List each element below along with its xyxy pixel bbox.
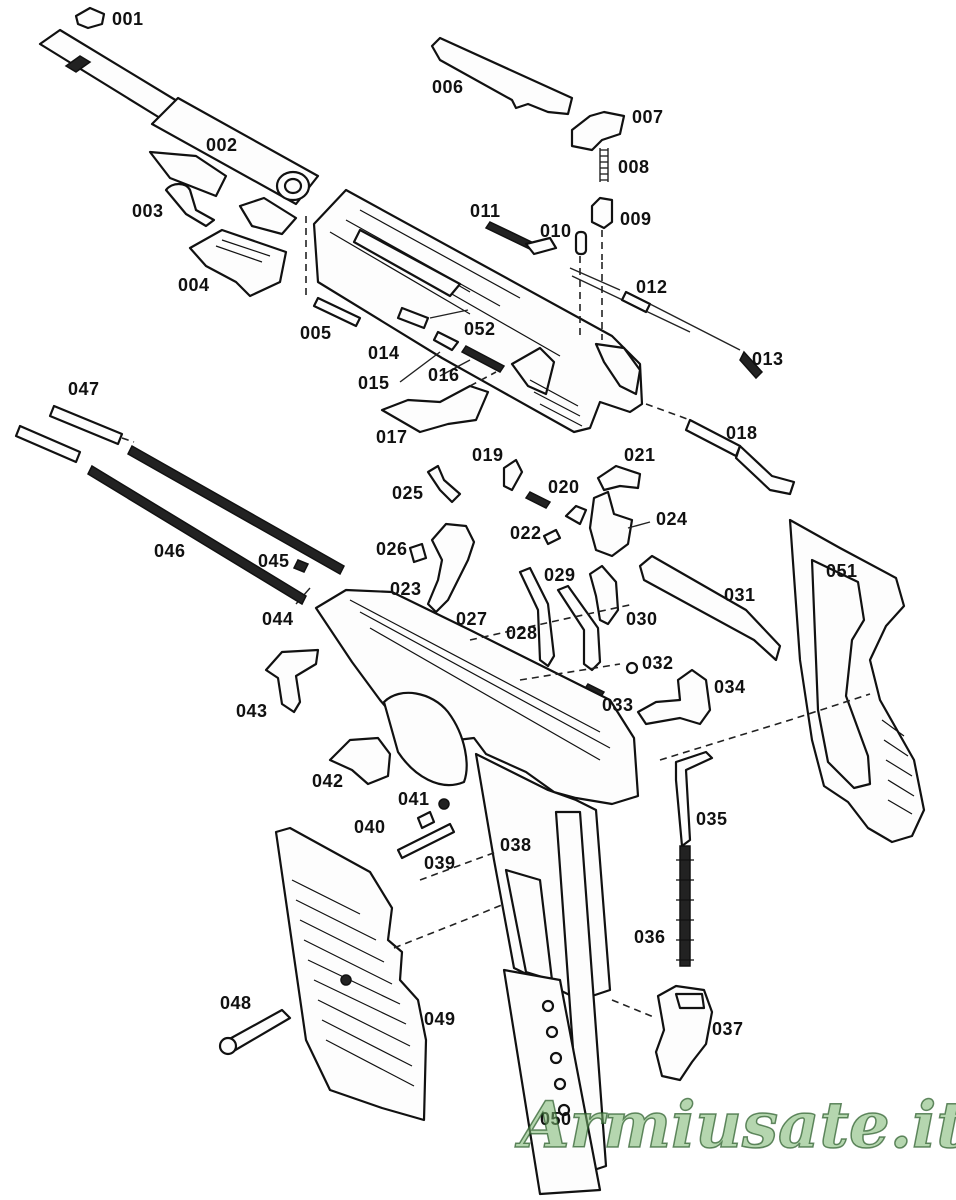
label-013: 013 [752,349,784,369]
part-006 [430,36,574,116]
part-011-spring [484,221,558,256]
assembly-guide-lines [419,603,635,881]
label-001: 001 [112,9,144,29]
part-007 [570,110,626,152]
part-022-024 [542,490,651,558]
label-025: 025 [392,483,424,503]
part-043 [264,648,320,714]
part-039-040-041 [396,798,456,860]
label-044: 044 [262,609,294,629]
label-026: 026 [376,539,408,559]
label-043: 043 [236,701,268,721]
part-042 [328,736,392,786]
label-010: 010 [540,221,572,241]
label-031: 031 [724,585,756,605]
part-012-013-rod [569,267,764,380]
label-012: 012 [636,277,668,297]
part-036-spring [676,845,694,967]
label-002: 002 [206,135,238,155]
label-015: 015 [358,373,390,393]
part-020-spring [524,491,552,509]
part-031 [638,554,782,662]
label-022: 022 [510,523,542,543]
label-006: 006 [432,77,464,97]
part-038-050-magazine [502,810,608,1196]
label-033: 033 [602,695,634,715]
label-045: 045 [258,551,290,571]
label-030: 030 [626,609,658,629]
label-038: 038 [500,835,532,855]
label-020: 020 [548,477,580,497]
label-034: 034 [714,677,746,697]
label-032: 032 [642,653,674,673]
label-009: 009 [620,209,652,229]
part-051-grip-right [659,518,926,844]
label-048: 048 [220,993,252,1013]
part-004 [188,228,288,298]
label-028: 028 [506,623,538,643]
label-024: 024 [656,509,688,529]
label-042: 042 [312,771,344,791]
part-037 [611,984,714,1082]
part-023-027-hammer [408,464,476,614]
label-036: 036 [634,927,666,947]
label-005: 005 [300,323,332,343]
part-019 [502,458,524,492]
label-039: 039 [424,853,456,873]
part-046-047-springs [14,404,345,606]
label-019: 019 [472,445,504,465]
label-049: 049 [424,1009,456,1029]
part-001 [74,6,106,30]
label-017: 017 [376,427,408,447]
label-007: 007 [632,107,664,127]
label-041: 041 [398,789,430,809]
label-008: 008 [618,157,650,177]
label-052: 052 [464,319,496,339]
label-018: 018 [726,423,758,443]
part-034 [636,668,712,726]
part-018 [645,403,796,496]
label-050: 050 [540,1109,572,1129]
part-049-grip-left [274,826,505,1122]
part-021 [596,464,642,492]
label-023: 023 [390,579,422,599]
part-005 [312,296,362,328]
watermark-logo: Armiusate.it [519,1087,956,1164]
label-040: 040 [354,817,386,837]
part-010 [574,230,603,340]
label-004: 004 [178,275,210,295]
part-017 [380,371,497,434]
label-016: 016 [428,365,460,385]
label-027: 027 [456,609,488,629]
label-014: 014 [368,343,400,363]
part-035 [674,750,714,848]
part-002-barrel [38,28,320,236]
label-029: 029 [544,565,576,585]
part-008-spring [599,148,609,182]
slide-assembly [312,188,644,434]
label-037: 037 [712,1019,744,1039]
label-051: 051 [826,561,858,581]
label-035: 035 [696,809,728,829]
label-047: 047 [68,379,100,399]
part-009 [590,196,614,260]
label-046: 046 [154,541,186,561]
label-003: 003 [132,201,164,221]
part-048-screw [218,1008,292,1056]
label-021: 021 [624,445,656,465]
label-011: 011 [470,201,501,221]
part-014-015-016-052 [396,306,506,383]
part-003 [164,182,216,228]
